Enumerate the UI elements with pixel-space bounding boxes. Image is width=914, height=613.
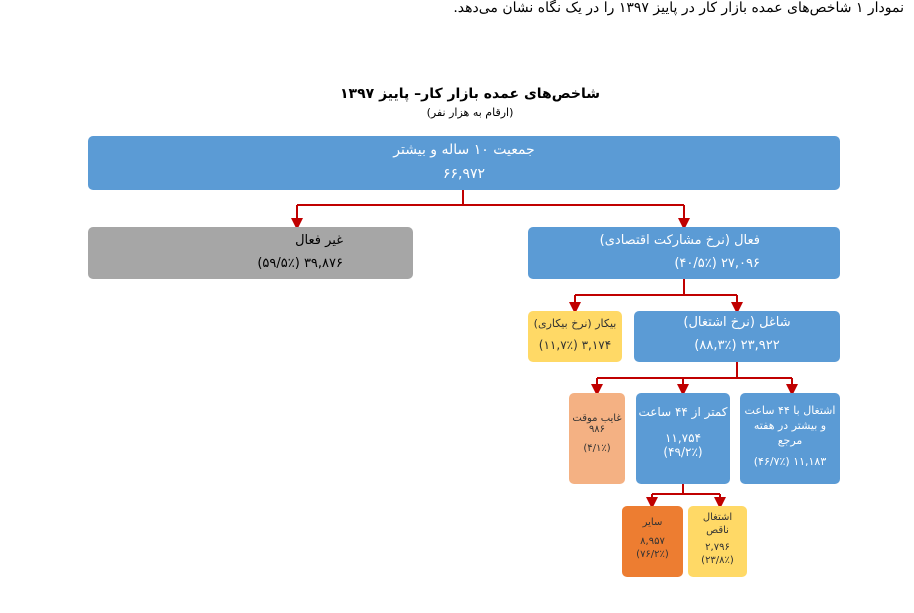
underemployed-label-1: اشتغال [702,512,733,523]
population-box: جمعیت ۱۰ ساله و بیشتر ۶۶,۹۷۲ [88,136,840,190]
caption: نمودار ۱ شاخص‌های عمده بازار کار در پایی… [453,0,904,16]
underemployed-pct: (۲۳/۸٪) [701,555,734,566]
underemployed-box: اشتغال ناقص ۲,۷۹۶ (۲۳/۸٪) [688,506,747,577]
absent-value: ۹۸۶ [588,424,606,435]
population-label: جمعیت ۱۰ ساله و بیشتر [393,142,535,158]
inactive-box: غیر فعال ۳۹,۸۷۶ (۵۹/۵٪) [88,227,413,279]
under44-label: کمتر از ۴۴ ساعت [638,405,728,419]
other-pct: (۷۶/۲٪) [636,549,669,560]
other-value: ۸,۹۵۷ [640,536,665,547]
inactive-value: ۳۹,۸۷۶ (۵۹/۵٪) [257,256,343,271]
underemployed-value: ۲,۷۹۶ [705,542,730,553]
over44-label-2: و بیشتر در هفته [753,419,827,432]
unemployed-value: ۳,۱۷۴ (۱۱,۷٪) [538,338,612,352]
over44-label-3: مرجع [777,434,803,447]
over44-label-1: اشتغال با ۴۴ ساعت [744,404,836,417]
underemployed-label-2: ناقص [706,525,729,536]
absent-label: غایب موقت [572,413,622,424]
absent-box: غایب موقت ۹۸۶ (۴/۱٪) [569,393,625,484]
inactive-label: غیر فعال [295,233,343,248]
employed-value: ۲۳,۹۲۲ (۸۸,۳٪) [694,338,780,353]
absent-pct: (۴/۱٪) [583,443,611,454]
active-box: فعال (نرخ مشارکت اقتصادی) ۲۷,۰۹۶ (۴۰/۵٪) [528,227,840,279]
employed-label: شاغل (نرخ اشتغال) [683,315,791,330]
under44-pct: (۴۹/۲٪) [663,445,703,459]
population-value: ۶۶,۹۷۲ [442,166,486,182]
under44-box: کمتر از ۴۴ ساعت ۱۱,۷۵۴ (۴۹/۲٪) [636,393,730,484]
over44-box: اشتغال با ۴۴ ساعت و بیشتر در هفته مرجع ۱… [740,393,840,484]
unemployed-box: بیکار (نرخ بیکاری) ۳,۱۷۴ (۱۱,۷٪) [528,311,622,362]
employed-box: شاغل (نرخ اشتغال) ۲۳,۹۲۲ (۸۸,۳٪) [634,311,840,362]
other-label: سایر [642,517,663,528]
active-label: فعال (نرخ مشارکت اقتصادی) [599,233,760,248]
active-value: ۲۷,۰۹۶ (۴۰/۵٪) [674,256,760,271]
under44-value: ۱۱,۷۵۴ [664,431,702,445]
diagram-subtitle: (ارقام به هزار نفر) [426,106,514,119]
other-box: سایر ۸,۹۵۷ (۷۶/۲٪) [622,506,683,577]
over44-value: ۱۱,۱۸۳ (۴۶/۷٪) [753,455,827,468]
unemployed-label: بیکار (نرخ بیکاری) [533,317,617,330]
diagram-title: شاخص‌های عمده بازار کار– پاییز ۱۳۹۷ [340,86,600,102]
